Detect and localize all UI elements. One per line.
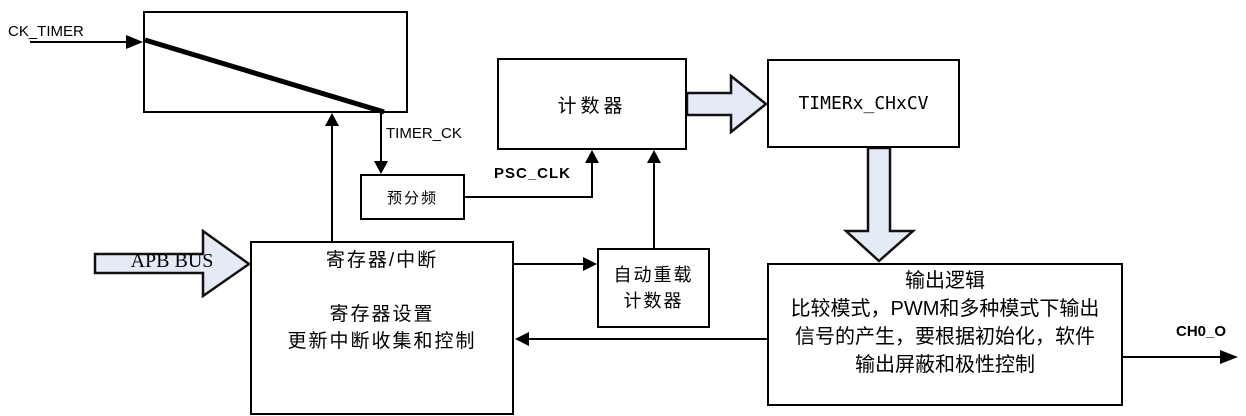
selector-diagonal-line	[144, 37, 385, 115]
output-logic-title: 输出逻辑	[905, 270, 985, 292]
psc-clk-signal-label: PSC_CLK	[494, 165, 572, 182]
prescaler-label: 预分频	[386, 189, 438, 207]
output-logic-line1: 比较模式，PWM和多种模式下输出	[790, 298, 1100, 320]
ck-timer-arrowhead	[126, 35, 143, 49]
timer-ck-signal-label: TIMER_CK	[386, 125, 462, 142]
clock-selector-box	[143, 11, 408, 113]
registers-interrupt-title: 寄存器/中断	[325, 250, 439, 271]
ch0-output-signal-label: CH0_O	[1176, 323, 1227, 340]
output-logic-box: 输出逻辑 比较模式，PWM和多种模式下输出 信号的产生，要根据初始化，软件 输出…	[767, 263, 1123, 406]
auto-reload-label-line2: 计数器	[623, 291, 684, 311]
chxcv-register-label: TIMERx_CHxCV	[798, 93, 929, 114]
registers-setup-label: 寄存器设置	[329, 304, 435, 325]
chxcv-to-output-block-arrow	[842, 146, 917, 263]
auto-reload-label-line1: 自动重载	[613, 265, 694, 285]
auto-reload-counter-box: 自动重载 计数器	[597, 248, 710, 328]
ch0-output-arrowhead	[1220, 350, 1238, 364]
update-interrupt-label: 更新中断收集和控制	[287, 331, 477, 352]
apb-bus-block-arrow	[93, 228, 252, 299]
apb-bus-label: APB BUS	[130, 250, 214, 272]
ck-timer-signal-label: CK_TIMER	[8, 23, 84, 40]
reload-to-counter-arrowhead	[647, 150, 661, 163]
psc-clk-line	[465, 162, 593, 198]
registers-interrupt-box: 寄存器/中断 寄存器设置 更新中断收集和控制	[250, 241, 514, 415]
output-feedback-arrowhead	[515, 332, 529, 346]
output-logic-line2: 信号的产生，要根据初始化，软件	[795, 326, 1095, 348]
counter-to-chxcv-block-arrow	[685, 73, 769, 135]
timer-ck-arrowhead	[374, 161, 388, 174]
register-to-reload-arrowhead	[583, 257, 597, 271]
output-logic-line3: 输出屏蔽和极性控制	[855, 354, 1035, 376]
psc-clk-arrowhead	[585, 150, 599, 163]
prescaler-box: 预分频	[360, 174, 465, 220]
register-to-selector-arrowhead	[325, 113, 339, 126]
counter-label: 计数器	[557, 95, 627, 117]
chxcv-register-box: TIMERx_CHxCV	[767, 59, 960, 148]
counter-box: 计数器	[497, 58, 687, 150]
